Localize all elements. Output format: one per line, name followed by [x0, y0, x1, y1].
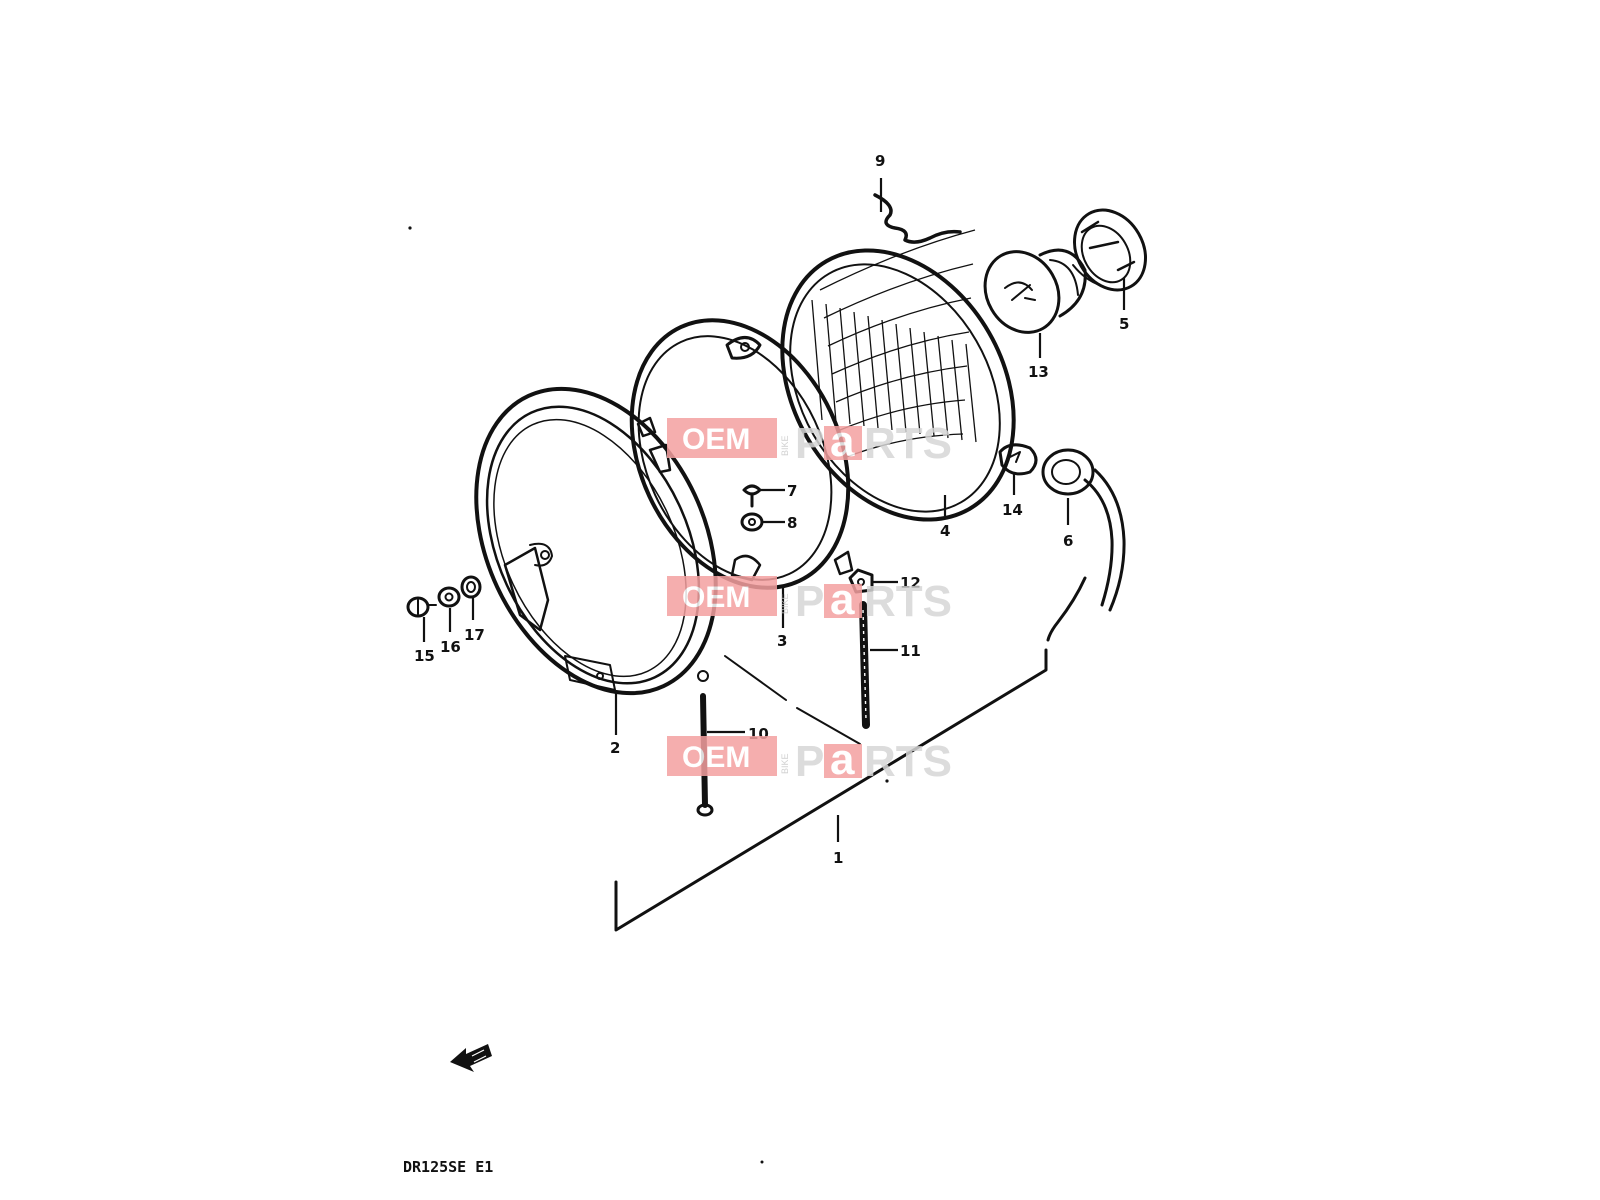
lens-prism-tick	[853, 311, 865, 427]
lens-prism-tick	[839, 307, 851, 425]
adjusting-screw-part-11	[859, 601, 870, 729]
part-label-13: 13	[1028, 363, 1049, 381]
part-label-9: 9	[875, 152, 885, 170]
lens-prism-tick	[811, 299, 823, 421]
position-lamp-socket-part	[1041, 448, 1126, 642]
lens-prism-tick	[895, 323, 907, 433]
washer-part-17	[460, 575, 482, 599]
position-lamp-bulb-part	[998, 443, 1038, 476]
model-code-label: DR125SE E1	[403, 1158, 493, 1176]
front-direction-arrow-icon	[450, 1044, 492, 1072]
lens-prism-line	[839, 399, 966, 431]
watermark-parts-a: a	[830, 417, 855, 466]
part-label-5: 5	[1119, 315, 1129, 333]
lens-prism-tick	[965, 343, 977, 443]
part-label-4: 4	[940, 522, 950, 540]
lens-prism-tick	[923, 331, 935, 437]
watermark-bike-text: BIKE	[780, 593, 790, 614]
headlight-housing-ring-part	[629, 318, 854, 590]
lens-prism-tick	[909, 327, 921, 435]
watermark-bike-text: BIKE	[780, 435, 790, 456]
watermark-oem-text: OEM	[682, 581, 750, 614]
lens-prism-tick	[867, 315, 879, 429]
watermark-parts-p: P	[795, 419, 824, 468]
assembly-bracket-line	[408, 226, 1048, 932]
part-label-6: 6	[1063, 532, 1073, 550]
spring-clip-part	[873, 193, 962, 244]
headlight-lens-unit-part	[780, 229, 1016, 522]
part-label-17: 17	[464, 626, 485, 644]
lens-prism-line	[819, 229, 976, 291]
part-label-16: 16	[440, 638, 461, 656]
leader-lines	[422, 178, 1126, 842]
lens-prism-line	[831, 331, 970, 375]
watermark-parts-p: P	[795, 577, 824, 626]
watermark-parts-rest: RTS	[864, 737, 952, 786]
lens-prism-tick	[825, 303, 837, 423]
lens-prism-tick	[937, 335, 949, 439]
part-label-3: 3	[777, 632, 787, 650]
lens-prism-line	[827, 297, 972, 347]
part-label-15: 15	[414, 647, 435, 665]
part-label-7: 7	[787, 482, 797, 500]
lens-prism-line	[823, 263, 974, 319]
watermark-parts-a: a	[830, 575, 855, 624]
watermark-parts-a: a	[830, 735, 855, 784]
watermark-oem-text: OEM	[682, 741, 750, 774]
part-label-14: 14	[1002, 501, 1023, 519]
watermark-parts-rest: RTS	[864, 419, 952, 468]
watermark-bike-text: BIKE	[780, 753, 790, 774]
washer-part-16	[437, 586, 461, 608]
part-label-8: 8	[787, 514, 797, 532]
washer-part-8	[740, 512, 764, 532]
lens-prism-tick	[951, 339, 963, 441]
part-label-11: 11	[900, 642, 921, 660]
headlight-rim-part	[474, 386, 718, 696]
part-label-12: 12	[900, 574, 921, 592]
lens-prism-tick	[881, 319, 893, 431]
part-label-2: 2	[610, 739, 620, 757]
bulb-socket-part	[1072, 208, 1147, 292]
part-label-1: 1	[833, 849, 843, 867]
watermark-parts-p: P	[795, 737, 824, 786]
watermark-oem-text: OEM	[682, 423, 750, 456]
bolt-head-part-15	[406, 596, 437, 618]
watermark-parts-rest: RTS	[864, 577, 952, 626]
screw-part-7	[742, 484, 762, 508]
